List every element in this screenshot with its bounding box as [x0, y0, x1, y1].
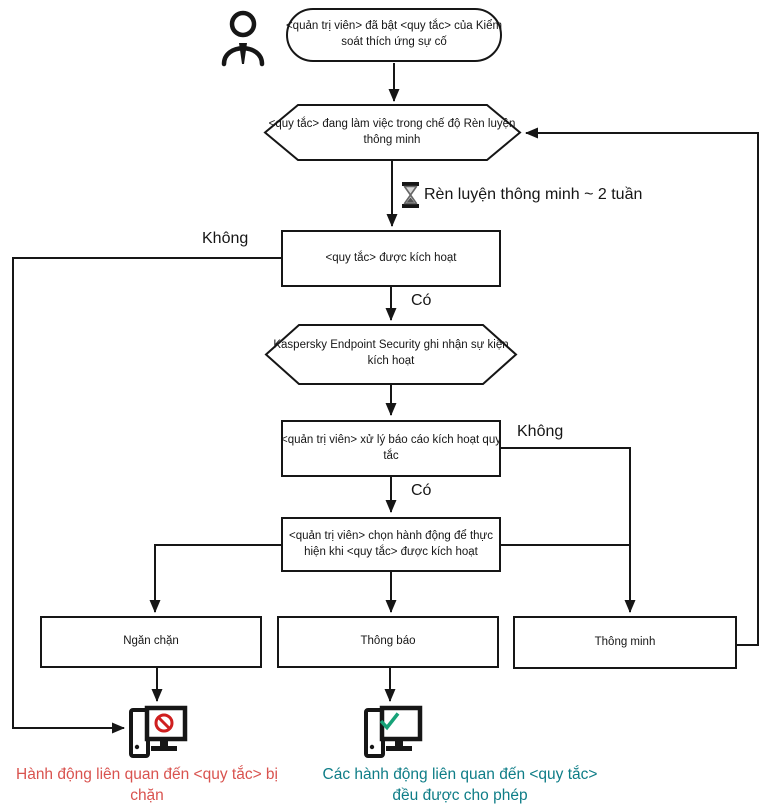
- edge-label-yes-top: Có: [411, 292, 432, 309]
- node-action-block: [40, 616, 262, 668]
- caption-allowed: Các hành động liên quan đến <quy tắc> đề…: [322, 766, 598, 805]
- node-admin-action: [281, 517, 501, 572]
- hourglass-icon: [402, 182, 419, 208]
- edge-no-to-blocked-result: [12, 257, 281, 734]
- training-duration-label: Rèn luyện thông minh ~ 2 tuần: [424, 186, 643, 203]
- edge-label-yes-bottom: Có: [411, 482, 432, 499]
- node-admin-review: [281, 420, 501, 477]
- edge-no-to-smart: [501, 447, 636, 613]
- hexagon-training-mode: [263, 104, 522, 161]
- edge-smart-feedback: [525, 127, 759, 646]
- no-entry-icon: [154, 713, 174, 733]
- edge-label-no-left: Không: [202, 230, 249, 247]
- edge-action-to-block: [149, 544, 281, 613]
- caption-blocked: Hành động liên quan đến <quy tắc> bị chặ…: [16, 766, 278, 805]
- check-icon: [379, 712, 400, 731]
- node-rule-triggered: [281, 230, 501, 287]
- node-start: [286, 8, 502, 62]
- node-action-notify: [277, 616, 499, 668]
- computer-blocked-icon: [129, 705, 188, 758]
- connector-lines: [12, 63, 759, 734]
- hexagon-event-logged: [264, 324, 518, 385]
- edge-label-no-right: Không: [517, 423, 564, 440]
- computer-allowed-icon: [364, 705, 423, 758]
- person-icon: [221, 10, 265, 67]
- node-action-smart: [513, 616, 737, 669]
